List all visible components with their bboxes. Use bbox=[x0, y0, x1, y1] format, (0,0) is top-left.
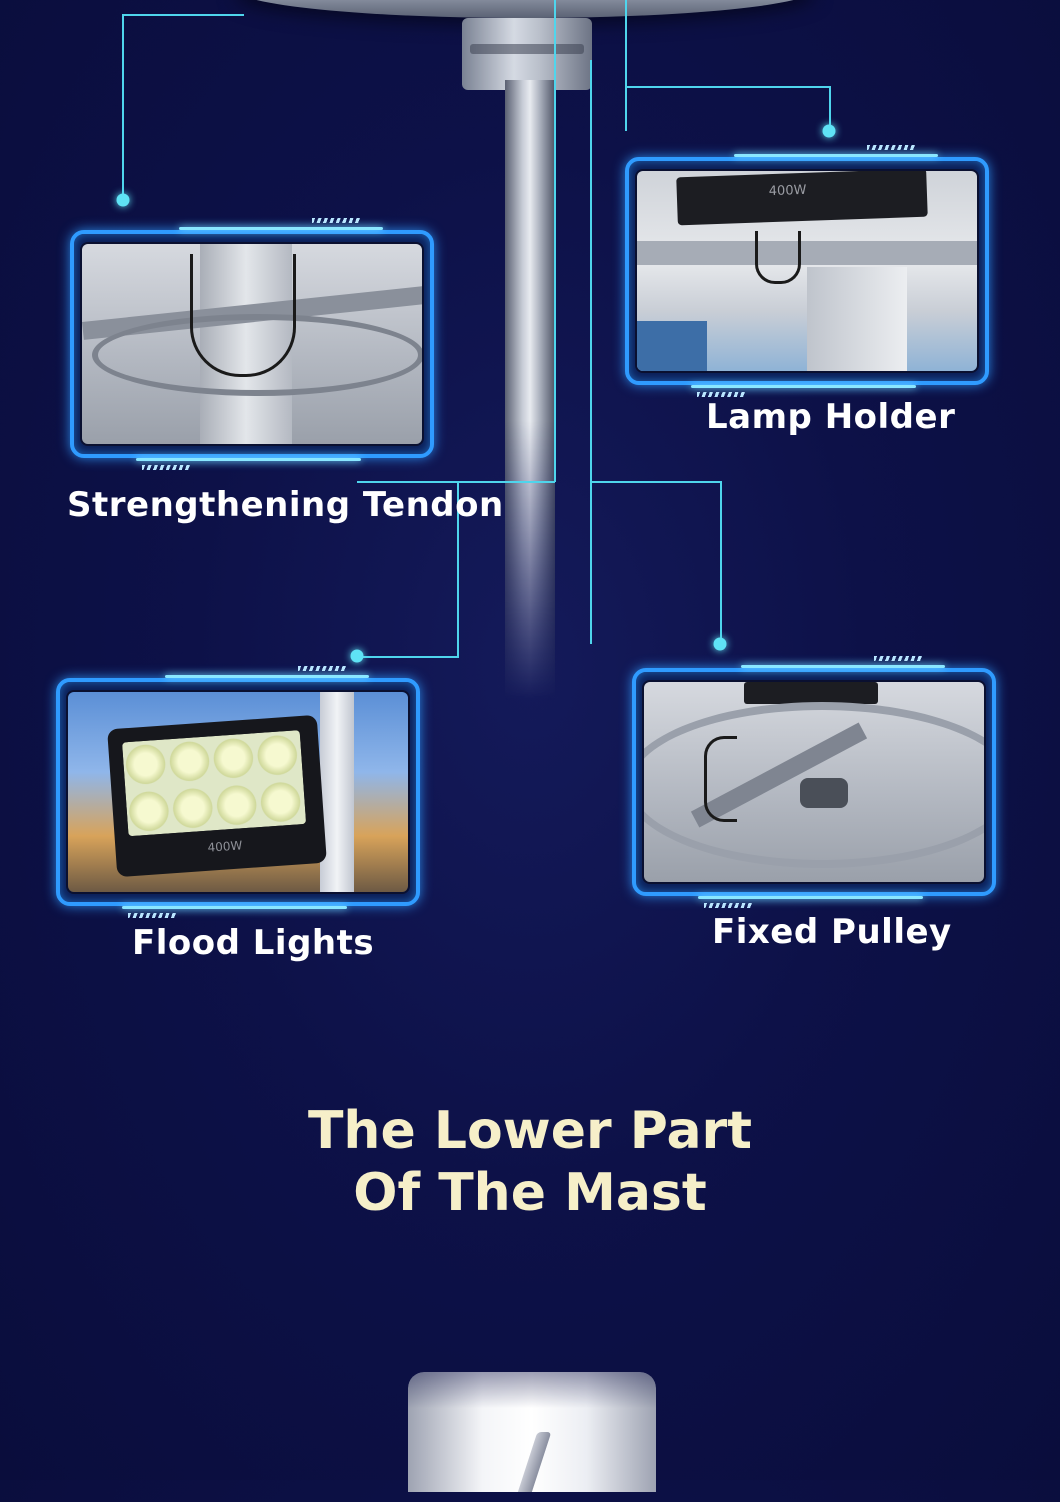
photo-fixed-pulley bbox=[642, 680, 986, 884]
frame-tick-marks bbox=[704, 903, 752, 908]
mast-base bbox=[408, 1372, 656, 1492]
mast-collar bbox=[462, 18, 592, 90]
panel-lamp-holder: 400W bbox=[625, 145, 989, 397]
frame-tick-marks bbox=[312, 218, 360, 223]
frame-tick-marks bbox=[142, 465, 190, 470]
leader-line-flood bbox=[357, 481, 555, 658]
photo-strengthening-tendon bbox=[80, 242, 424, 446]
panel-fixed-pulley bbox=[632, 656, 996, 908]
leader-line-pulley-h bbox=[590, 481, 722, 646]
frame-tick-marks bbox=[867, 145, 915, 150]
leader-dot-lamp-holder bbox=[822, 124, 836, 138]
flood-light-fixture: 400W bbox=[107, 714, 327, 878]
section-title-line-2: Of The Mast bbox=[353, 1163, 707, 1223]
mast-lamp-ring bbox=[235, 0, 815, 18]
lamp-wattage-label: 400W bbox=[768, 182, 807, 200]
caption-strengthening-tendon: Strengthening Tendon bbox=[67, 485, 504, 525]
leader-line-lamp-holder-h bbox=[625, 86, 831, 133]
frame-tick-marks bbox=[128, 913, 176, 918]
frame-tick-marks bbox=[298, 666, 346, 671]
photo-lamp-holder: 400W bbox=[635, 169, 979, 373]
flood-light-wattage: 400W bbox=[207, 838, 243, 855]
leader-line-pulley bbox=[590, 60, 722, 644]
frame-tick-marks bbox=[697, 392, 745, 397]
section-title-line-1: The Lower Part bbox=[307, 1101, 753, 1161]
panel-strengthening-tendon bbox=[70, 218, 434, 470]
mast-pole bbox=[505, 80, 555, 700]
leader-line-flood-top bbox=[554, 0, 556, 482]
caption-lamp-holder: Lamp Holder bbox=[706, 397, 956, 437]
photo-flood-lights: 400W bbox=[66, 690, 410, 894]
leader-line-lamp-holder bbox=[625, 0, 831, 131]
leader-dot-flood bbox=[350, 649, 364, 663]
leader-line-flood-v bbox=[357, 481, 459, 658]
panel-flood-lights: 400W bbox=[56, 666, 420, 918]
leader-dot-tendon bbox=[116, 193, 130, 207]
leader-line-tendon bbox=[122, 14, 244, 202]
caption-fixed-pulley: Fixed Pulley bbox=[712, 912, 952, 952]
lamp-housing: 400W bbox=[676, 171, 928, 226]
caption-flood-lights: Flood Lights bbox=[132, 923, 375, 963]
leader-dot-pulley bbox=[713, 637, 727, 651]
frame-tick-marks bbox=[874, 656, 922, 661]
